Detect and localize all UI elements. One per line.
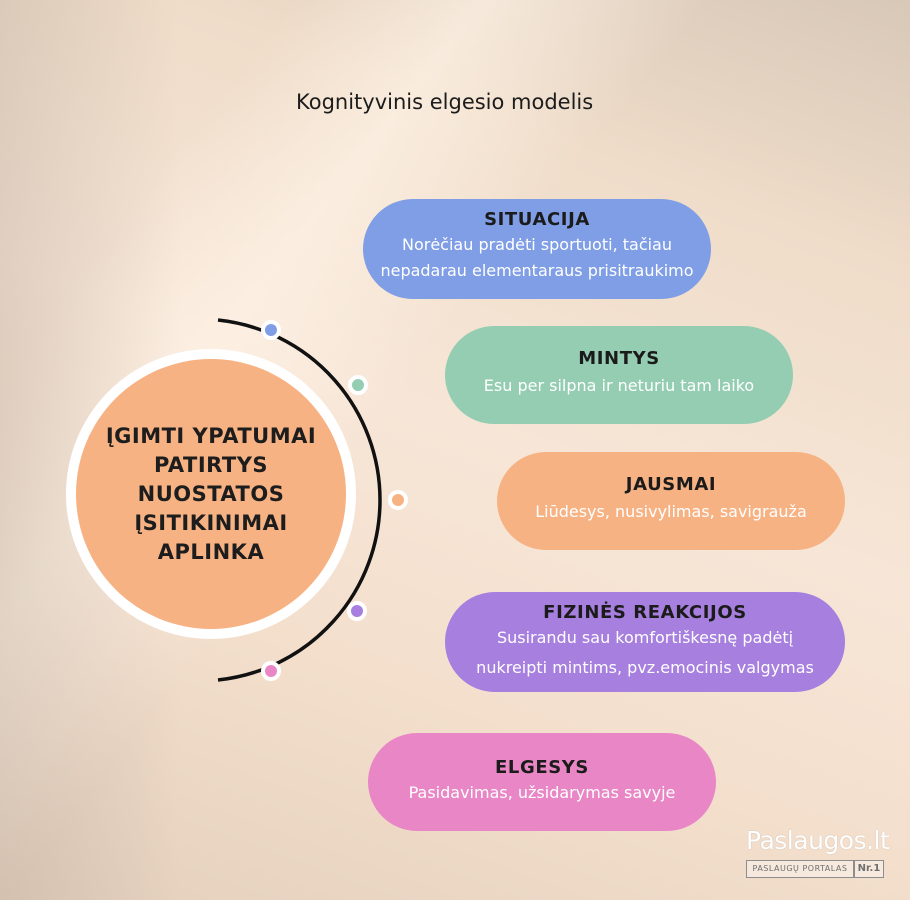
- node-text-line: nepadarau elementaraus prisitraukimo: [380, 261, 694, 280]
- center-line-1: ĮGIMTI YPATUMAI: [105, 423, 317, 448]
- node-text-line: Susirandu sau komfortiškesnę padėtį: [496, 628, 794, 647]
- node-heading: MINTYS: [578, 348, 660, 369]
- center-line-2: PATIRTYS: [153, 452, 269, 477]
- diagram-title: Kognityvinis elgesio modelis: [296, 90, 594, 114]
- node-text-line: Norėčiau pradėti sportuoti, tačiau: [401, 235, 672, 254]
- node-text-line: Liūdesys, nusivylimas, savigrauža: [535, 502, 807, 521]
- dot-jausmai: [388, 490, 408, 510]
- arc-line: [217, 318, 382, 682]
- node-text-line: nukreipti mintims, pvz.emocinis valgymas: [476, 658, 814, 677]
- node-heading: JAUSMAI: [625, 474, 717, 495]
- node-jausmai: JAUSMAI Liūdesys, nusivylimas, savigrauž…: [497, 452, 845, 550]
- logo-tagline: PASLAUGŲ PORTALAS: [746, 860, 854, 878]
- center-line-5: APLINKA: [157, 539, 265, 564]
- dot-mintys: [348, 375, 368, 395]
- watermark-logo: Paslaugos.lt PASLAUGŲ PORTALAS Nr.1: [744, 826, 890, 878]
- center-circle-fill: ĮGIMTI YPATUMAI PATIRTYS NUOSTATOS ĮSITI…: [76, 359, 346, 629]
- logo-badge: Nr.1: [854, 860, 884, 878]
- node-situacija: SITUACIJA Norėčiau pradėti sportuoti, ta…: [363, 199, 711, 299]
- node-heading: SITUACIJA: [484, 209, 590, 230]
- node-text-line: Pasidavimas, užsidarymas savyje: [408, 783, 676, 802]
- logo-wordmark: Paslaugos.lt: [746, 826, 890, 855]
- dot-elgesys: [261, 661, 281, 681]
- node-mintys: MINTYS Esu per silpna ir neturiu tam lai…: [445, 326, 793, 424]
- center-line-3: NUOSTATOS: [137, 481, 285, 506]
- node-fizines-reakcijos: FIZINĖS REAKCIJOS Susirandu sau komforti…: [445, 592, 845, 692]
- node-elgesys: ELGESYS Pasidavimas, užsidarymas savyje: [368, 733, 716, 831]
- center-line-4: ĮSITIKINIMAI: [134, 510, 288, 535]
- dot-situacija: [261, 320, 281, 340]
- node-heading: FIZINĖS REAKCIJOS: [543, 602, 747, 623]
- node-text-line: Esu per silpna ir neturiu tam laiko: [483, 376, 755, 395]
- dot-fizines: [347, 601, 367, 621]
- center-circle: ĮGIMTI YPATUMAI PATIRTYS NUOSTATOS ĮSITI…: [66, 349, 356, 639]
- node-heading: ELGESYS: [495, 757, 589, 778]
